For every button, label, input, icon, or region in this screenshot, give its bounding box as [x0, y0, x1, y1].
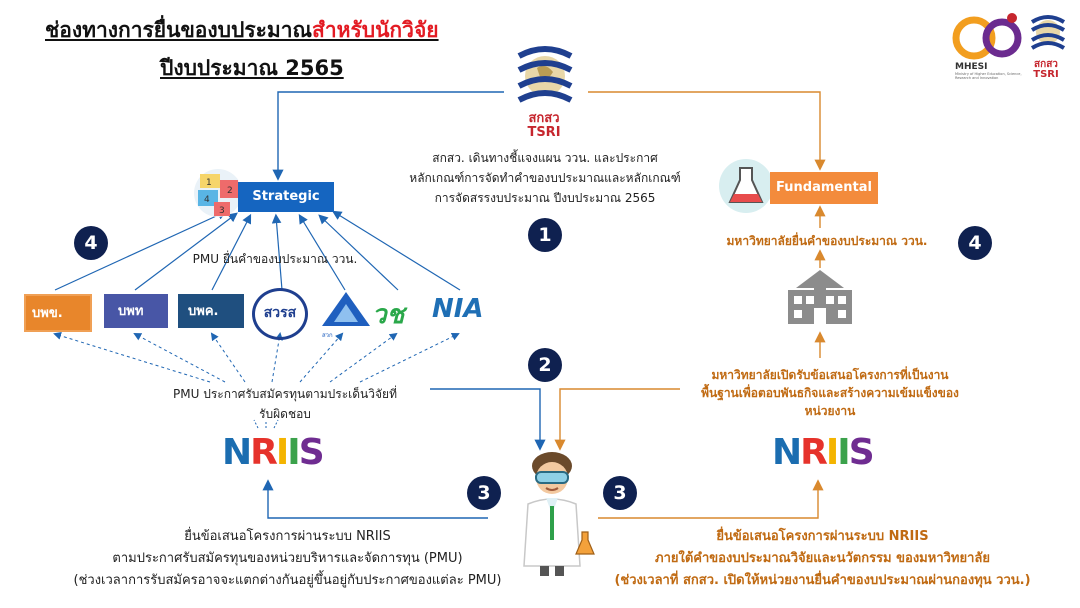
step-badge-2: 2	[528, 348, 562, 382]
nriis-left-s: S	[298, 432, 325, 473]
strategic-icon: 1 2 3 4	[194, 169, 242, 217]
pmu-logo-arda-text: สวก	[322, 332, 333, 339]
title-black: ช่องทางการยื่นของบประมาณ	[45, 18, 313, 42]
tsri-en: TSRI	[527, 125, 561, 140]
pmu-logo-arda-icon	[322, 292, 370, 326]
pmu-logo-bpk-text: บพข.	[32, 306, 63, 321]
line-scientist-nriis-right	[598, 479, 824, 519]
mhesi-subtext: Ministry of Higher Education, Science, R…	[955, 72, 1022, 80]
strategic-icon-1: 1	[206, 178, 212, 188]
step-badge-1: 1	[528, 218, 562, 252]
strategic-icon-3: 3	[219, 206, 225, 216]
page-subtitle: ปีงบประมาณ 2565	[160, 56, 344, 80]
nriis-logo-right: NRIIS	[772, 432, 875, 473]
university-open-label: มหาวิทยาลัยเปิดรับข้อเสนอโครงการที่เป็นง…	[680, 366, 980, 420]
strategic-box: Strategic	[238, 182, 334, 212]
desc-line-3: การจัดสรรงบประมาณ ปีงบประมาณ 2565	[434, 191, 656, 205]
bottom-right-text: ยื่นข้อเสนอโครงการผ่านระบบ NRIIS ภายใต้ค…	[580, 526, 1065, 592]
univ-open-line-2: พื้นฐานเพื่อตอบพันธกิจและสร้างความเข้มแข…	[701, 386, 959, 400]
pmu-logo-bpt-text: บพท	[118, 304, 144, 319]
nriis-right-s: S	[848, 432, 875, 473]
pmu-logo-nrct: วช	[372, 300, 405, 330]
university-submit-label: มหาวิทยาลัยยื่นคำของบประมาณ ววน.	[726, 234, 928, 248]
tsri-thai: สกสว	[528, 111, 560, 126]
mhesi-text: MHESI	[955, 62, 988, 72]
pmu-logo-bpt: บพท	[104, 294, 168, 328]
nriis-left-r: R	[250, 432, 278, 473]
bottom-left-line-2: ตามประกาศรับสมัครทุนของหน่วยบริหารและจัด…	[112, 551, 463, 566]
line-scientist-nriis-left	[262, 479, 488, 519]
pmu-submit-label: PMU ยื่นคำของบประมาณ ววน.	[192, 252, 358, 266]
line-call-scientist	[430, 388, 546, 451]
bottom-right-line-3: (ช่วงเวลาที่ สกสว. เปิดให้หน่วยงานยื่นคำ…	[614, 573, 1031, 588]
tsri-description: สกสว. เดินทางชี้แจงแผน ววน. และประกาศ หล…	[395, 148, 695, 208]
bottom-left-line-1: ยื่นข้อเสนอโครงการผ่านระบบ NRIIS	[184, 529, 391, 544]
scientist-icon	[523, 452, 595, 576]
nriis-right-i2: I	[837, 432, 850, 473]
page-title: ช่องทางการยื่นของบประมาณสำหรับนักวิจัย	[45, 14, 439, 47]
call-line-2: รับผิดชอบ	[259, 407, 311, 421]
bottom-left-text: ยื่นข้อเสนอโครงการผ่านระบบ NRIIS ตามประก…	[45, 526, 530, 592]
strategic-icon-2: 2	[227, 186, 233, 196]
nriis-left-i1: I	[275, 432, 289, 473]
line-tsri-fundamental	[588, 91, 826, 171]
line-tsri-strategic	[272, 91, 504, 181]
nriis-right-i1: I	[825, 432, 839, 473]
nriis-left-i2: I	[287, 432, 300, 473]
bottom-right-line-2: ภายใต้คำของบประมาณวิจัยและนวัตกรรม ของมห…	[655, 551, 990, 566]
call-line-1: PMU ประกาศรับสมัครทุนตามประเด็นวิจัยที่	[173, 387, 397, 401]
nriis-left-n: N	[222, 432, 252, 473]
nriis-right-r: R	[800, 432, 828, 473]
desc-line-2: หลักเกณฑ์การจัดทำคำของบประมาณและหลักเกณฑ…	[409, 171, 681, 185]
tsri-small-en: TSRI	[1033, 69, 1059, 80]
nriis-logo-left: NRIIS	[222, 432, 325, 473]
nriis-right-n: N	[772, 432, 802, 473]
bottom-left-line-3: (ช่วงเวลาการรับสมัครอาจจะแตกต่างกันอยู่ข…	[73, 573, 502, 588]
fundamental-box: Fundamental	[770, 172, 878, 204]
line-univ-scientist	[554, 388, 680, 451]
pmu-call-label: PMU ประกาศรับสมัครทุนตามประเด็นวิจัยที่ …	[140, 384, 430, 424]
step-badge-3-right: 3	[603, 476, 637, 510]
title-red: สำหรับนักวิจัย	[312, 18, 439, 42]
step-badge-4-left: 4	[74, 226, 108, 260]
fundamental-flask-icon	[719, 159, 773, 213]
univ-open-line-3: หน่วยงาน	[804, 404, 856, 418]
univ-open-line-1: มหาวิทยาลัยเปิดรับข้อเสนอโครงการที่เป็นง…	[711, 368, 949, 382]
tsri-small-logo	[1030, 15, 1066, 50]
university-building-icon	[788, 270, 852, 324]
step-badge-3-left: 3	[467, 476, 501, 510]
pmu-logo-bpc-text: บพค.	[188, 304, 219, 319]
tsri-small-thai: สกสว	[1034, 59, 1058, 70]
desc-line-1: สกสว. เดินทางชี้แจงแผน ววน. และประกาศ	[432, 151, 658, 165]
tsri-globe-icon	[517, 46, 573, 103]
pmu-logo-hsri: สวรส	[252, 288, 308, 340]
mhesi-logo	[952, 13, 1022, 60]
pmu-logo-bpc: บพค.	[178, 294, 244, 328]
bottom-right-line-1: ยื่นข้อเสนอโครงการผ่านระบบ NRIIS	[716, 529, 929, 544]
pmu-logo-nia: NIA	[432, 294, 484, 324]
strategic-icon-4: 4	[204, 195, 210, 205]
step-badge-4-right: 4	[958, 226, 992, 260]
pmu-logo-bpk: บพข.	[24, 294, 92, 332]
